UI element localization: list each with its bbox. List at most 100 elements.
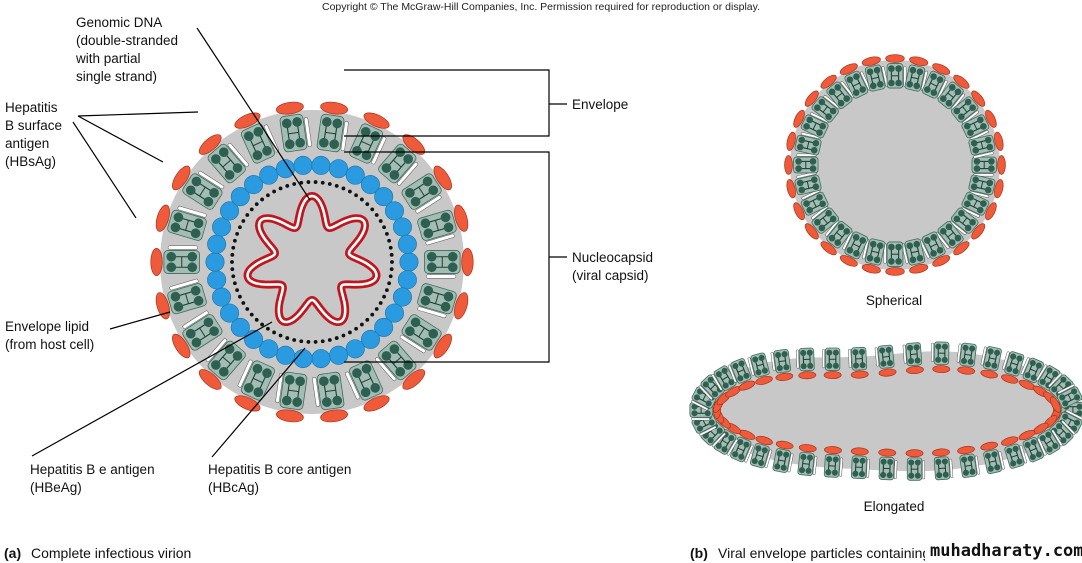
watermark-backdrop: [925, 540, 1082, 563]
lipid-head: [758, 354, 765, 361]
lipid-head: [322, 397, 332, 407]
surface-antigen: [433, 333, 452, 359]
lipid-head: [166, 251, 177, 262]
core-antigen-bead: [220, 303, 240, 323]
lipid-head: [722, 382, 729, 389]
lipid-head: [958, 209, 965, 217]
lipid-head: [253, 126, 264, 137]
lipid-head: [1024, 441, 1031, 448]
surface-antigen: [363, 112, 390, 129]
lipid-head: [832, 349, 839, 356]
envelope-unit: [378, 134, 426, 186]
membrane-gap: [711, 373, 723, 391]
lipid-head: [879, 347, 886, 354]
lipid-head: [193, 218, 204, 229]
lipid-head: [761, 367, 768, 374]
lipid-link: [702, 419, 707, 426]
e-antigen-dot: [359, 197, 364, 202]
envelope-lipid-leader: [109, 311, 171, 330]
sphere-interior: [822, 92, 968, 238]
lipid-head: [332, 118, 343, 129]
envelope-unit: [935, 220, 970, 256]
lipid-head: [691, 410, 698, 417]
membrane-gap: [1002, 351, 1010, 370]
lipid-link: [252, 377, 263, 384]
lipid-head: [203, 196, 214, 207]
e-antigen-dot: [285, 336, 290, 340]
envelope-unit: [820, 219, 853, 256]
lipid-head: [776, 450, 783, 457]
surface-antigen: [775, 372, 794, 381]
lipid-link: [980, 181, 984, 189]
lipid-head: [738, 453, 745, 460]
core-antigen-bead: [311, 155, 331, 175]
lipid-head: [967, 194, 974, 201]
lipid-head: [711, 390, 718, 398]
virion-interior: [200, 150, 424, 374]
envelope-unit: [904, 56, 929, 92]
e-antigen-dot: [374, 213, 379, 217]
lipid-head: [909, 256, 917, 264]
lipid-link: [435, 220, 439, 231]
lipid-head: [704, 410, 711, 417]
membrane-gap: [893, 459, 898, 479]
lipid-head: [252, 150, 263, 161]
lipid-head: [887, 458, 894, 466]
membrane-gap: [425, 233, 455, 246]
envelope-unit: [883, 241, 905, 276]
surface-antigen: [402, 369, 426, 390]
lipid-head: [806, 349, 813, 356]
lipid-head: [1073, 394, 1081, 401]
lipid-head: [800, 349, 807, 356]
lipid-head: [886, 472, 893, 479]
surface-antigen: [971, 90, 986, 107]
surface-antigen: [738, 380, 756, 391]
lipid-head: [964, 98, 972, 106]
lipid-head: [1035, 362, 1042, 369]
lipid-head: [708, 419, 715, 426]
lipid-head: [190, 285, 201, 296]
envelope-unit: [1032, 422, 1063, 455]
membrane-gap: [839, 457, 843, 477]
lipid-head: [853, 73, 860, 80]
lipid-head: [352, 146, 362, 156]
membrane-gap: [822, 349, 825, 369]
membrane-gap: [902, 344, 907, 364]
envelope-unit: [961, 109, 997, 141]
core-antigen-bead: [397, 234, 417, 254]
lipid-head: [193, 295, 204, 306]
e-antigen-dot: [313, 340, 318, 344]
lipid-head: [909, 66, 917, 74]
membrane-gap: [698, 385, 713, 401]
envelope-unit: [275, 371, 308, 423]
membrane-gap: [375, 357, 397, 382]
envelope-unit: [727, 358, 756, 391]
envelope-unit: [198, 134, 249, 184]
surface-antigen: [1050, 396, 1061, 413]
surface-antigen: [320, 101, 349, 115]
lipid-head: [829, 215, 837, 223]
lipid-link: [1011, 454, 1018, 458]
lipid-head: [972, 146, 980, 154]
e-antigen-dot: [327, 182, 332, 186]
lipid-head: [803, 200, 810, 207]
envelope-unit: [793, 109, 830, 139]
core-antigen-bead: [397, 270, 417, 290]
lipid-link: [964, 464, 972, 467]
lipid-head: [798, 467, 806, 474]
leader-lines: [31, 27, 567, 458]
lipid-head: [907, 357, 915, 365]
lipid-head: [428, 185, 439, 196]
elongated-particle: [689, 341, 1082, 481]
membrane-gap: [1051, 429, 1063, 447]
surface-antigen: [172, 333, 191, 359]
surface-antigen: [850, 447, 869, 456]
lipid-head: [964, 200, 971, 208]
e-antigen-dot: [370, 207, 375, 212]
surface-antigen: [1001, 374, 1019, 384]
lipid-head: [906, 242, 914, 250]
e-antigen-dot: [388, 274, 393, 279]
e-antigen-dot: [341, 333, 346, 338]
lipid-head: [837, 99, 845, 107]
surface-antigen: [824, 446, 842, 455]
